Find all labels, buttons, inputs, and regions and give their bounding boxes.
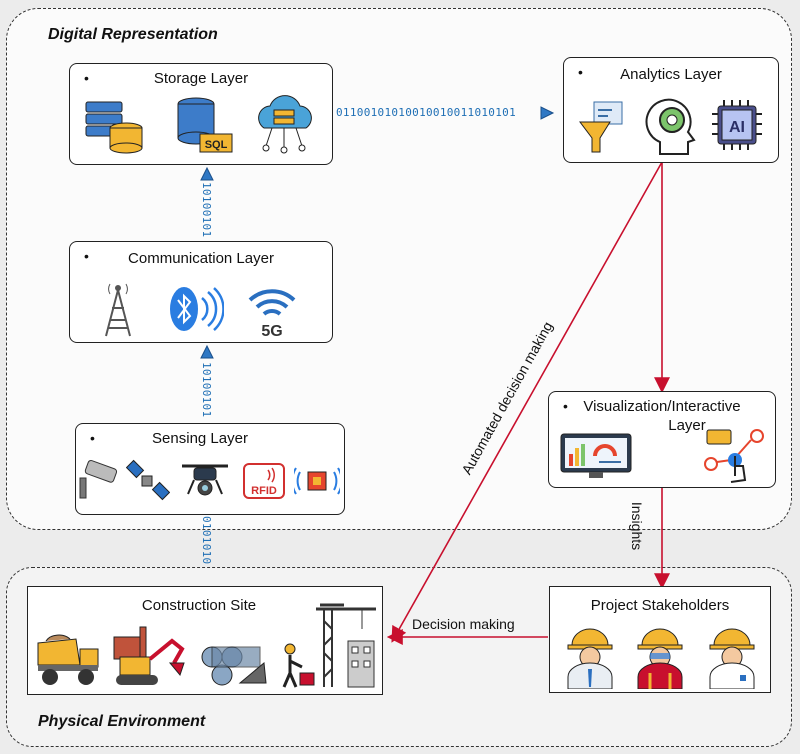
bits-communication-storage: 10100101: [200, 182, 213, 238]
analytics-layer-box: • Analytics Layer AI: [563, 57, 779, 163]
bullet: •: [578, 64, 583, 80]
bullet: •: [84, 70, 89, 86]
digital-region-title: Digital Representation: [48, 26, 218, 43]
automated-decision-arrow: [391, 161, 663, 643]
bits-site-sensing: 0101010: [200, 516, 213, 565]
rfid-icon: RFID: [243, 463, 285, 499]
radio-tower-icon: [105, 283, 131, 337]
construction-site-title: Construction Site: [141, 597, 257, 614]
physical-region-title: Physical Environment: [38, 713, 206, 730]
pipes-icon: [201, 646, 267, 686]
funnel-chart-icon: [579, 101, 623, 153]
storage-layer-box: • Storage Layer SQL: [69, 63, 333, 165]
bullet: •: [84, 248, 89, 264]
blue-arrowhead-communication: [200, 344, 214, 359]
svg-text:5G: 5G: [261, 323, 282, 340]
construction-site-box: Construction Site: [27, 586, 383, 695]
bits-sensing-communication: 10100101: [200, 362, 213, 418]
blue-arrowhead-analytics: [540, 106, 555, 120]
project-stakeholders-box: Project Stakeholders: [549, 586, 771, 693]
ai-chip-icon: AI: [712, 100, 762, 150]
bluetooth-icon: [170, 287, 224, 331]
visualization-title-line2: Layer: [668, 417, 706, 434]
worker-icon: [282, 643, 315, 688]
svg-text:SQL: SQL: [205, 139, 228, 151]
drone-icon: [182, 464, 228, 496]
sensing-layer-box: • Sensing Layer RFID: [75, 423, 345, 515]
decision-making-label: Decision making: [412, 616, 515, 632]
manager-icon: [709, 628, 755, 689]
communication-layer-title: Communication Layer: [128, 250, 274, 267]
bits-storage-analytics: 01100101010010010011010101: [336, 106, 516, 119]
worker-vest-icon: [637, 628, 683, 689]
blue-arrowhead-storage: [200, 166, 214, 181]
svg-text:RFID: RFID: [251, 485, 277, 497]
analytics-layer-title: Analytics Layer: [620, 66, 722, 83]
dashboard-monitor-icon: [560, 433, 632, 478]
cctv-camera-icon: [79, 459, 118, 499]
cloud-server-icon: [258, 95, 312, 154]
server-database-icon: [85, 101, 143, 154]
satellite-icon: [126, 459, 170, 501]
svg-text:AI: AI: [729, 119, 745, 136]
excavator-icon: [113, 626, 185, 685]
visualization-layer-box: • Visualization/Interactive Layer: [548, 391, 776, 488]
visualization-title-line1: Visualization/Interactive: [583, 398, 741, 415]
sensing-layer-title: Sensing Layer: [152, 430, 248, 447]
communication-layer-box: • Communication Layer 5G: [69, 241, 333, 343]
project-stakeholders-title: Project Stakeholders: [590, 597, 730, 614]
wifi-5g-icon: 5G: [248, 289, 296, 340]
insights-label: Insights: [629, 501, 645, 551]
sql-database-icon: SQL: [177, 97, 233, 153]
ai-head-gear-icon: [645, 98, 696, 155]
touch-interface-icon: [704, 429, 764, 483]
bullet: •: [563, 398, 568, 414]
storage-layer-title: Storage Layer: [153, 70, 249, 87]
tower-crane-icon: [316, 603, 376, 688]
engineer-icon: [567, 628, 613, 689]
bullet: •: [90, 430, 95, 446]
dump-truck-icon: [37, 634, 99, 685]
sensor-chip-icon: [294, 467, 340, 495]
